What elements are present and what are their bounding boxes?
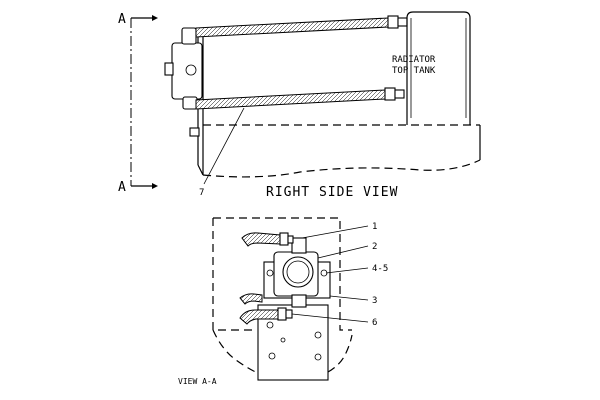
radiator-label-line1: RADIATOR [392, 55, 436, 65]
callout-2: 2 [317, 242, 377, 259]
frame-outline [202, 124, 481, 178]
callout-7-label: 7 [199, 188, 204, 198]
upper-hose [195, 15, 408, 38]
callout-6: 6 [291, 313, 377, 328]
view-title: RIGHT SIDE VIEW [266, 185, 398, 200]
right-side-view: A A [118, 11, 481, 200]
callout-7: 7 [199, 107, 245, 198]
upper-hose-detail [241, 232, 294, 247]
callout-4-5: 4-5 [325, 264, 388, 274]
valve-assembly-side [164, 27, 203, 110]
callout-4-5-label: 4-5 [372, 264, 388, 274]
callout-6-label: 6 [372, 318, 377, 328]
callout-3-label: 3 [372, 296, 377, 306]
callout-1-label: 1 [372, 222, 377, 232]
valve-body-front [273, 237, 319, 308]
view-a-a: 1 2 4-5 3 6 VIEW A-A [178, 217, 388, 386]
lower-hose [195, 87, 405, 110]
section-line-a-a: A A [118, 12, 158, 195]
bracket-outline [212, 217, 353, 376]
lower-hose-detail [239, 307, 293, 325]
section-label-bottom: A [118, 180, 126, 195]
radiator-label-line2: TOP TANK [392, 66, 436, 76]
callout-1: 1 [301, 222, 377, 239]
detail-view-title: VIEW A-A [178, 377, 217, 386]
callout-2-label: 2 [372, 242, 377, 252]
section-label-top: A [118, 12, 126, 27]
radiator-top-tank: RADIATOR TOP TANK [392, 11, 471, 125]
callout-3: 3 [329, 295, 377, 306]
